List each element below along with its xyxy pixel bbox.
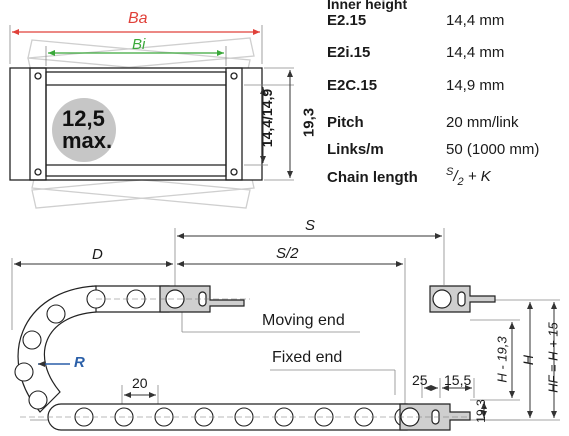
spec-label-e2c-15: E2C.15 (327, 77, 378, 94)
bracket-dim-a-label: 25 (412, 372, 428, 388)
chain-length-num: S (446, 166, 454, 178)
spec-value-links-per-m: 50 (1000 mm) (446, 141, 540, 158)
pitch-label: 20 (132, 375, 148, 391)
specs-header: Inner height (327, 0, 408, 12)
spec-label-e2i-15: E2i.15 (327, 44, 371, 61)
bend-radius-badge (52, 98, 116, 162)
radius-offset-label: D (92, 246, 103, 263)
cross-section-frame (9, 67, 263, 181)
chain-bend (17, 285, 97, 413)
outer-width-label: Ba (128, 10, 148, 27)
chain-height-dim-label: 19,3 (474, 399, 488, 423)
inner-height-dim-label: 14,4/14,9 (259, 88, 275, 148)
half-travel-label: S/2 (276, 245, 299, 262)
chain-length-den: 2 (457, 176, 464, 188)
travel-label: S (305, 217, 316, 234)
spec-label-chain-length: Chain length (327, 169, 418, 186)
moving-end-label: Moving end (262, 312, 345, 329)
moving-end-bracket (159, 285, 245, 313)
fixed-end-label: Fixed end (272, 349, 343, 366)
spec-value-e2i-15: 14,4 mm (446, 44, 505, 61)
cross-section-view (9, 25, 294, 209)
bend-radius-note-unit: max. (62, 128, 113, 153)
spec-label-e2-15: E2.15 (327, 12, 367, 29)
chain-length-rest: + K (467, 168, 491, 185)
chain-length-formula: S/2 + K (446, 166, 491, 188)
side-view (11, 228, 560, 431)
inner-width-label: Bi (132, 36, 146, 53)
spec-value-e2-15: 14,4 mm (446, 12, 505, 29)
upper-end-connector (429, 285, 496, 313)
height-minus-label: H - 19,3 (494, 336, 510, 383)
bend-radius-label: R (74, 354, 85, 371)
spec-label-pitch: Pitch (327, 114, 364, 131)
bracket-dim-b-label: 15,5 (444, 372, 472, 388)
bend-radius-note-value: 12,5 (62, 106, 105, 131)
spec-value-pitch: 20 mm/link (446, 114, 519, 131)
outer-height-dim-label: 19,3 (300, 107, 318, 138)
height-label: H (520, 354, 536, 366)
spec-value-e2c-15: 14,9 mm (446, 77, 505, 94)
spec-label-links-per-m: Links/m (327, 141, 384, 158)
fixed-height-label: HF = H + 15 (545, 322, 561, 393)
fraction-slash: / (453, 168, 458, 185)
